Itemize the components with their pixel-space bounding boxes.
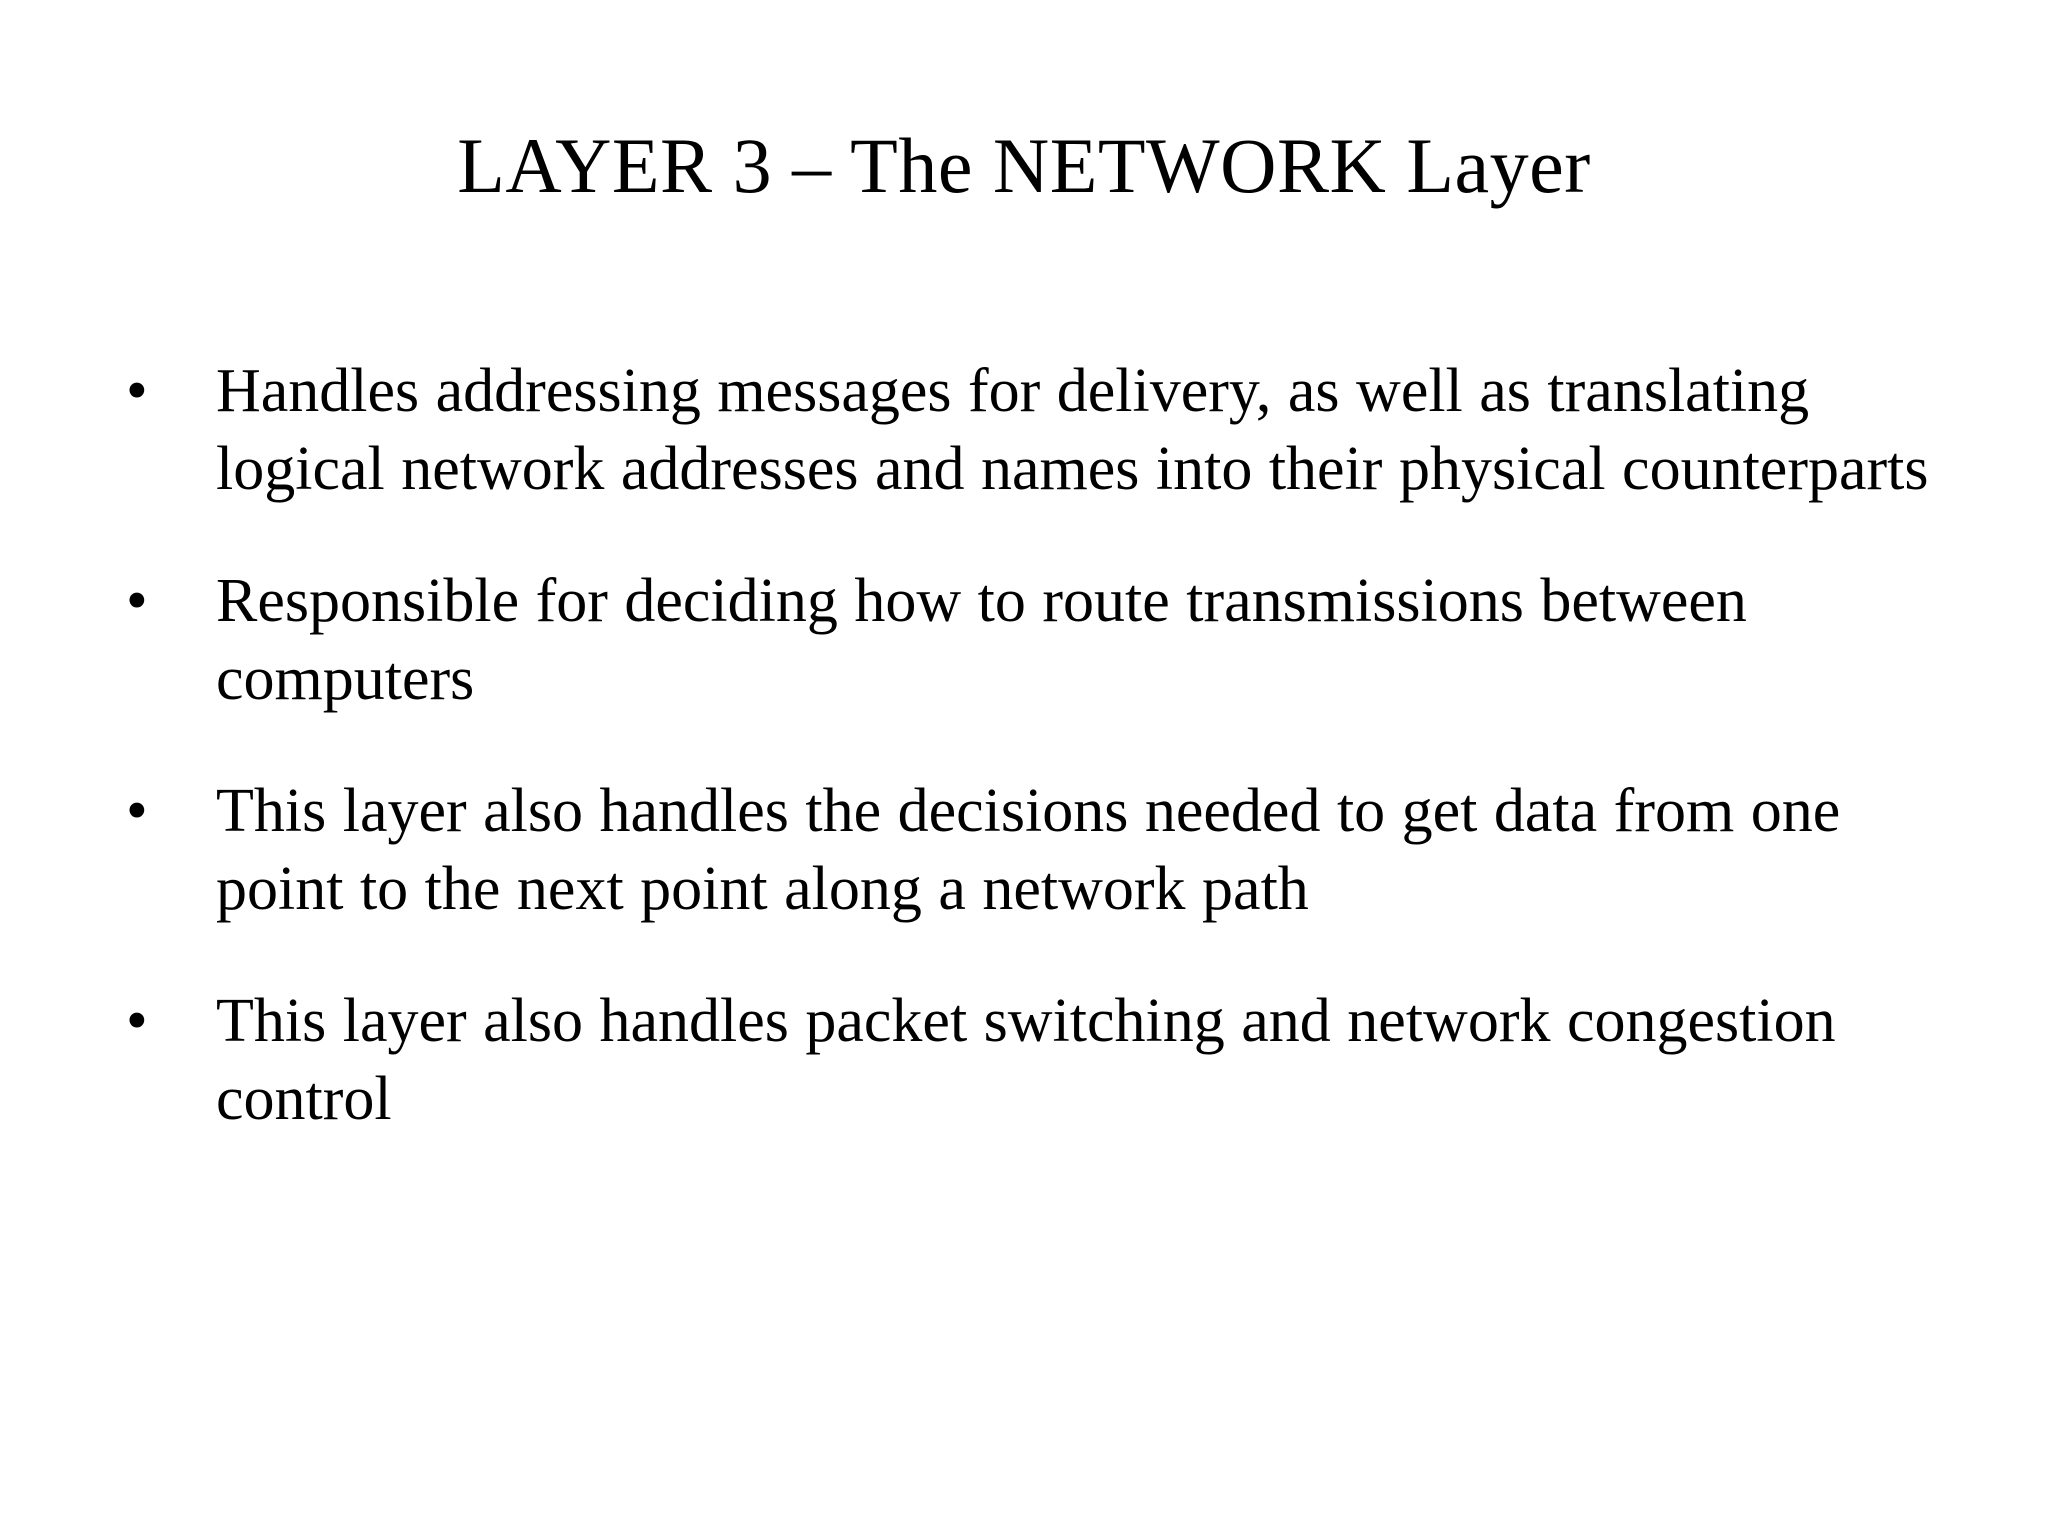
list-item: • This layer also handles the decisions … [108,772,1968,928]
slide-body: • Handles addressing messages for delive… [108,352,1968,1138]
bullet-text: Handles addressing messages for delivery… [216,357,1929,503]
page-title: LAYER 3 – The NETWORK Layer [457,122,1591,210]
list-item: • Responsible for deciding how to route … [108,562,1968,718]
list-item: • This layer also handles packet switchi… [108,982,1968,1138]
bullet-glyph-icon: • [126,357,148,425]
bullet-glyph-icon: • [126,777,148,845]
bullet-text: Responsible for deciding how to route tr… [216,567,1747,713]
bullet-glyph-icon: • [126,987,148,1055]
bullet-glyph-icon: • [126,567,148,635]
bullet-text: This layer also handles packet switching… [216,987,1836,1133]
list-item: • Handles addressing messages for delive… [108,352,1968,508]
slide-title-container: LAYER 3 – The NETWORK Layer [0,72,2048,261]
bullet-text: This layer also handles the decisions ne… [216,777,1841,923]
